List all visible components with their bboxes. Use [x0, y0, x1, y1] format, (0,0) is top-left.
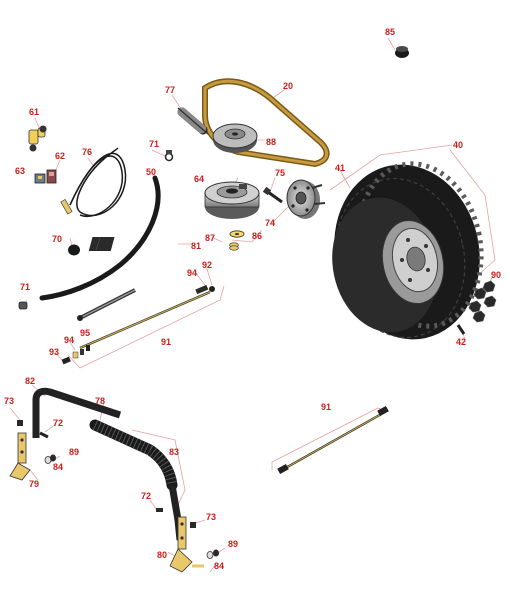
- callout-91-lower: 91: [320, 402, 332, 412]
- spacer-87: [229, 242, 239, 251]
- linkage-rod-91-upper: [79, 284, 215, 350]
- callout-70: 70: [51, 234, 63, 244]
- lift-arm-82: [32, 387, 122, 438]
- callout-86: 86: [251, 231, 263, 241]
- callout-77: 77: [164, 85, 176, 95]
- callout-89-upper: 89: [68, 447, 80, 457]
- drive-belt-20: [202, 78, 330, 168]
- callout-83: 83: [168, 447, 180, 457]
- wheel-hub-74: [286, 179, 326, 219]
- callout-90: 90: [490, 270, 502, 280]
- callout-62: 62: [54, 151, 66, 161]
- callout-91-upper: 91: [160, 337, 172, 347]
- callout-73-lower: 73: [205, 512, 217, 522]
- callout-92: 92: [201, 260, 213, 270]
- callout-95: 95: [79, 328, 91, 338]
- callout-89-lower: 89: [227, 539, 239, 549]
- callout-76: 76: [81, 147, 93, 157]
- callout-85: 85: [384, 27, 396, 37]
- connector-62: [46, 169, 57, 184]
- bolt-75: [262, 186, 283, 204]
- callout-78: 78: [94, 396, 106, 406]
- pad-81: [88, 237, 115, 251]
- knob-85: [395, 46, 409, 58]
- cable-end-76: [60, 199, 73, 215]
- callout-61: 61: [28, 107, 40, 117]
- callout-20: 20: [282, 81, 294, 91]
- callout-79: 79: [28, 479, 40, 489]
- callout-94-upper: 94: [186, 268, 198, 278]
- callout-72-upper: 72: [52, 418, 64, 428]
- bracket-79: [9, 432, 31, 481]
- callout-88: 88: [265, 137, 277, 147]
- grip-78: [89, 419, 178, 491]
- clip-71-lower: [18, 301, 28, 310]
- spring-77: [177, 107, 209, 135]
- washer-86: [229, 230, 245, 238]
- linkage-rod-91-lower: [277, 405, 389, 475]
- callout-74: 74: [264, 218, 276, 228]
- callout-72-lower: 72: [140, 491, 152, 501]
- callout-64: 64: [193, 174, 205, 184]
- bracket-80: [169, 516, 193, 573]
- callout-94-lower: 94: [63, 335, 75, 345]
- callout-93: 93: [48, 347, 60, 357]
- throttle-cable-76: [69, 147, 127, 218]
- hardware-93-95: [61, 345, 90, 365]
- electric-clutch-64: [204, 181, 260, 219]
- callout-42: 42: [455, 337, 467, 347]
- hardware-84-89: [44, 454, 219, 568]
- valve-stem-42: [456, 324, 466, 335]
- callout-50: 50: [145, 167, 157, 177]
- callout-40: 40: [452, 140, 464, 150]
- gas-spring: [77, 288, 136, 321]
- callout-63: 63: [14, 166, 26, 176]
- hardware-72-73: [17, 420, 196, 528]
- rim-41: [381, 219, 445, 305]
- callout-71-upper: 71: [148, 139, 160, 149]
- callout-84-upper: 84: [52, 462, 64, 472]
- callout-80: 80: [156, 550, 168, 560]
- cap-70: [68, 244, 80, 256]
- callout-75: 75: [274, 168, 286, 178]
- clip-71-upper: [164, 150, 174, 162]
- callout-81: 81: [190, 241, 202, 251]
- connector-63: [34, 173, 46, 184]
- callout-71-lower: 71: [19, 282, 31, 292]
- ignition-key-61: [28, 125, 47, 152]
- callout-41: 41: [334, 163, 346, 173]
- hose-50: [39, 175, 161, 301]
- callout-82: 82: [24, 376, 36, 386]
- pulley-88: [212, 123, 258, 153]
- callout-87: 87: [204, 233, 216, 243]
- callout-84-lower: 84: [213, 561, 225, 571]
- lug-nuts-90: [468, 280, 497, 323]
- callout-73-upper: 73: [3, 396, 15, 406]
